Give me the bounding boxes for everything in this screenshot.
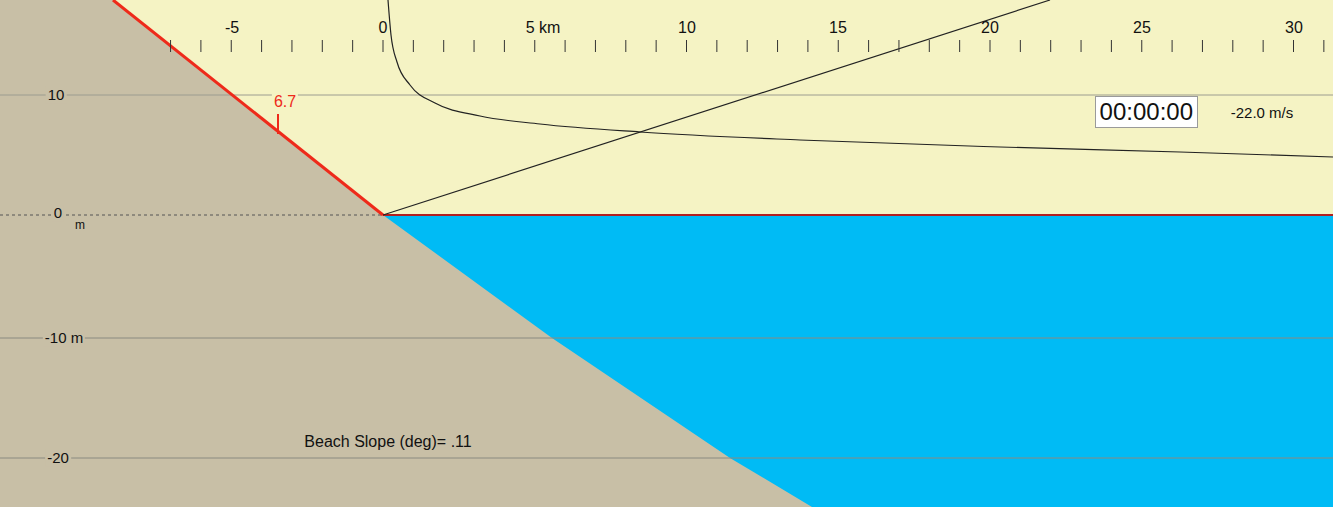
- tick-mark: [534, 40, 535, 52]
- tick-mark: [322, 40, 323, 52]
- grid-line: [0, 338, 1333, 339]
- tick-mark: [990, 40, 991, 52]
- grid-line: [0, 458, 1333, 459]
- runup-tick: [277, 114, 279, 134]
- tick-mark: [898, 40, 899, 52]
- tick-mark: [959, 40, 960, 52]
- wave-height-curve: [388, 0, 1333, 157]
- tick-mark: [1020, 40, 1021, 52]
- tick-mark: [383, 40, 384, 52]
- tick-mark: [1111, 40, 1112, 52]
- km-ticks: [171, 40, 1324, 52]
- tick-mark: [1050, 40, 1051, 52]
- tick-mark: [868, 40, 869, 52]
- curves: [388, 0, 1333, 157]
- tick-mark: [261, 40, 262, 52]
- tick-mark: [474, 40, 475, 52]
- speed-readout: -22.0 m/s: [1229, 105, 1296, 122]
- axis-label: 5 km: [524, 19, 563, 37]
- tick-mark: [1172, 40, 1173, 52]
- tick-mark: [200, 40, 201, 52]
- tick-mark: [1263, 40, 1264, 52]
- tick-mark: [1232, 40, 1233, 52]
- depth-label: -20: [45, 450, 71, 467]
- tick-mark: [1293, 40, 1294, 52]
- tick-mark: [807, 40, 808, 52]
- slope-label: Beach Slope (deg)= .11: [302, 433, 473, 451]
- runup-line: [113, 0, 383, 215]
- axis-label: 15: [827, 19, 849, 37]
- tick-mark: [838, 40, 839, 52]
- tick-mark: [565, 40, 566, 52]
- tick-mark: [1081, 40, 1082, 52]
- tick-mark: [291, 40, 292, 52]
- unit-label: m: [73, 219, 87, 232]
- depth-label: 10: [46, 87, 67, 104]
- axis-label: 30: [1283, 19, 1305, 37]
- water-surface: [383, 214, 1333, 216]
- timer-text: 00:00:00: [1100, 98, 1193, 126]
- axis-label: -5: [223, 19, 241, 37]
- axis-label: 25: [1131, 19, 1153, 37]
- tick-mark: [231, 40, 232, 52]
- tick-mark: [443, 40, 444, 52]
- tick-mark: [595, 40, 596, 52]
- tick-mark: [413, 40, 414, 52]
- runup-value: 6.7: [272, 93, 298, 111]
- axis-label: 0: [377, 19, 390, 37]
- tick-mark: [929, 40, 930, 52]
- tick-mark: [1141, 40, 1142, 52]
- tick-mark: [625, 40, 626, 52]
- depth-label: -10 m: [43, 330, 85, 347]
- tick-mark: [747, 40, 748, 52]
- land: [0, 0, 812, 507]
- tick-mark: [504, 40, 505, 52]
- axis-label: 10: [676, 19, 698, 37]
- depth-label: 0: [52, 205, 64, 222]
- wave-path-line: [383, 0, 1050, 215]
- tick-mark: [777, 40, 778, 52]
- tick-mark: [686, 40, 687, 52]
- tick-mark: [352, 40, 353, 52]
- timer-box: 00:00:00: [1095, 96, 1198, 128]
- tick-mark: [1323, 40, 1324, 52]
- tick-mark: [170, 40, 171, 52]
- tick-mark: [716, 40, 717, 52]
- tick-mark: [1202, 40, 1203, 52]
- axis-label: 20: [979, 19, 1001, 37]
- tick-mark: [656, 40, 657, 52]
